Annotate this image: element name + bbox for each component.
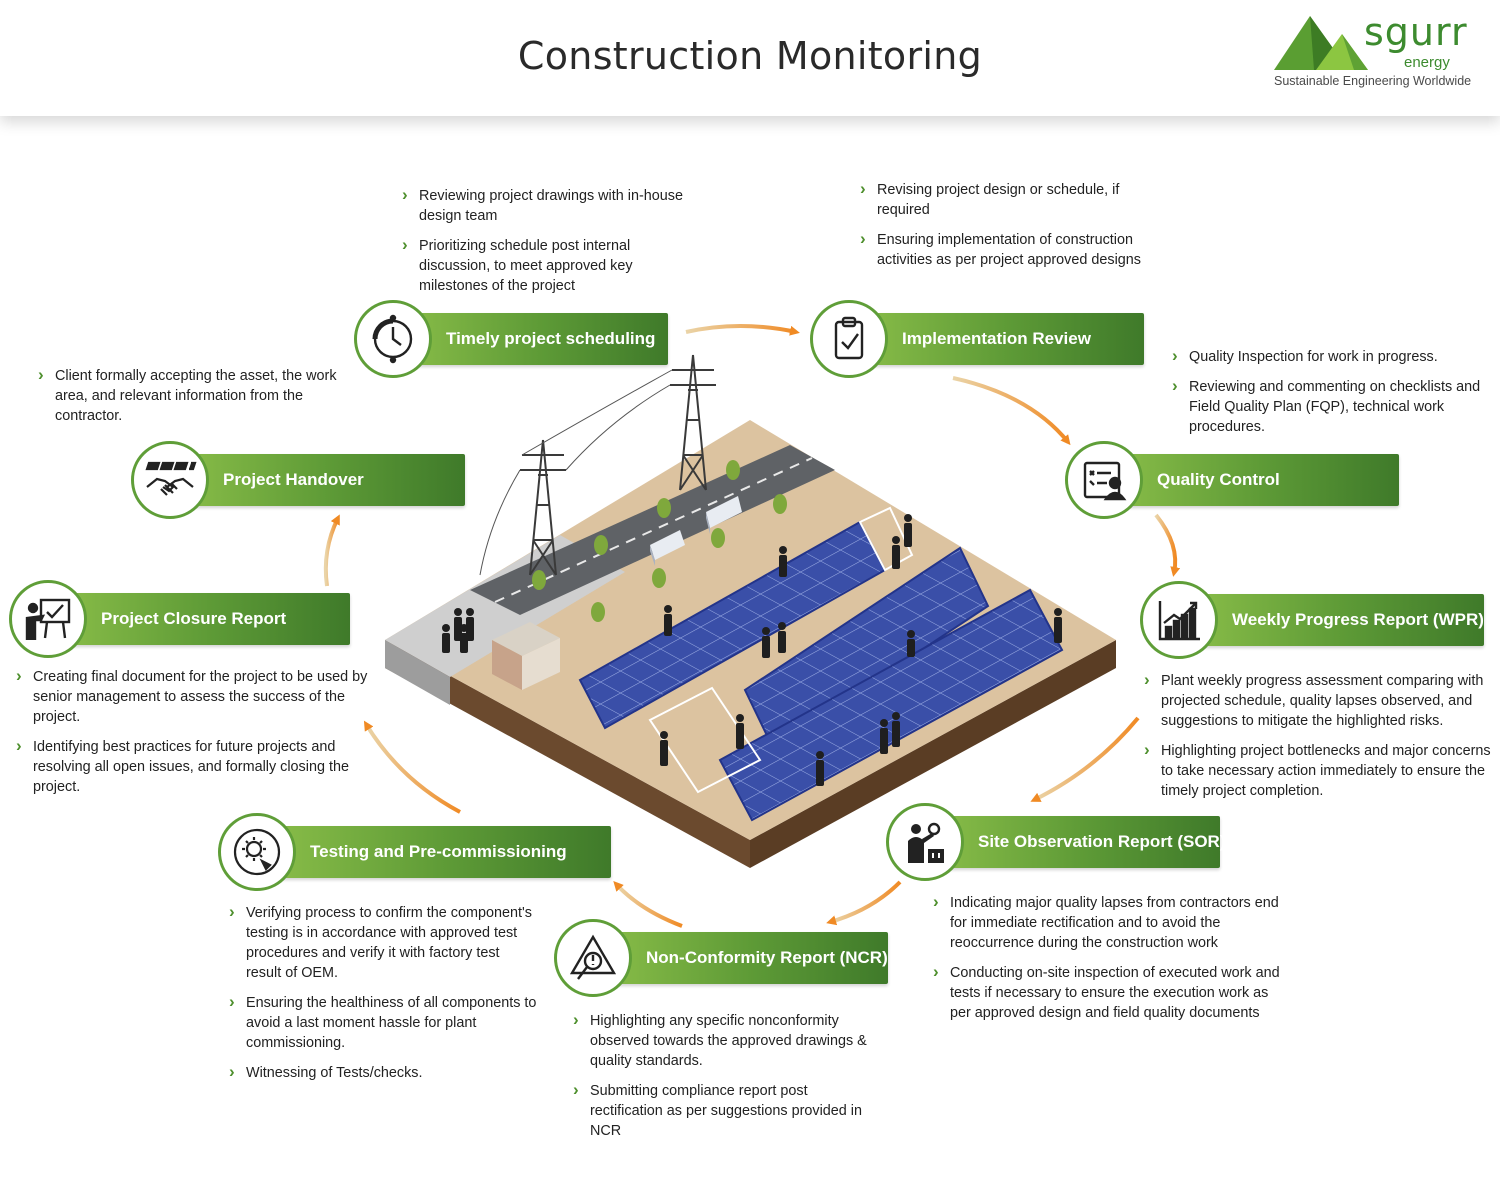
- stage-2-bullets: Revising project design or schedule, if …: [858, 179, 1148, 280]
- stage-label: Timely project scheduling: [446, 329, 656, 348]
- flow-arrow-5: [826, 880, 902, 926]
- stage-label: Implementation Review: [902, 329, 1091, 348]
- stage-8-bullets: Creating final document for the project …: [14, 666, 379, 807]
- growth-chart-icon: [1140, 581, 1218, 659]
- control-building: [492, 622, 560, 690]
- stage-7-bullets: Verifying process to confirm the compone…: [227, 902, 537, 1093]
- stage-non-conformity-report: Non-Conformity Report (NCR): [554, 919, 888, 997]
- truck-icon: [706, 496, 742, 534]
- logo-word: sgurr: [1364, 10, 1468, 54]
- stage-project-handover: Project Handover: [131, 441, 465, 519]
- logo-tagline: Sustainable Engineering Worldwide: [1274, 74, 1472, 88]
- bullet-item: Client formally accepting the asset, the…: [36, 365, 341, 426]
- flow-arrow-2: [952, 376, 1071, 446]
- stage-label: Non-Conformity Report (NCR): [646, 948, 888, 967]
- warning-magnifier-icon: [554, 919, 632, 997]
- bullet-item: Witnessing of Tests/checks.: [227, 1062, 537, 1083]
- stage-label: Quality Control: [1157, 470, 1280, 489]
- stage-implementation-review: Implementation Review: [810, 300, 1144, 378]
- stage-6-bullets: Highlighting any specific nonconformity …: [571, 1010, 881, 1151]
- bullet-item: Prioritizing schedule post internal disc…: [400, 235, 700, 296]
- flow-arrow-4: [1030, 716, 1140, 802]
- stage-project-closure-report: Project Closure Report: [9, 580, 350, 658]
- sgurr-logo: sgurr energy Sustainable Engineering Wor…: [1270, 10, 1480, 94]
- stage-quality-control: Quality Control: [1065, 441, 1399, 519]
- stage-label: Project Closure Report: [101, 609, 287, 628]
- bullet-item: Submitting compliance report post rectif…: [571, 1080, 881, 1141]
- presentation-icon: [9, 580, 87, 658]
- bullet-item: Reviewing project drawings with in-house…: [400, 185, 700, 226]
- flow-arrow-1: [685, 324, 800, 336]
- stage-label: Project Handover: [223, 470, 364, 489]
- stage-weekly-progress-report: Weekly Progress Report (WPR): [1140, 581, 1484, 659]
- flow-arrow-7: [363, 720, 461, 814]
- solar-array-3: [718, 588, 1064, 822]
- logo-sub: energy: [1404, 54, 1450, 71]
- bullet-item: Ensuring implementation of construction …: [858, 229, 1148, 270]
- header: Construction Monitoring sgurr energy Sus…: [0, 0, 1500, 116]
- stage-5-bullets: Indicating major quality lapses from con…: [931, 892, 1291, 1033]
- flow-arrow-6: [613, 881, 683, 928]
- bullet-item: Creating final document for the project …: [14, 666, 379, 727]
- bullet-item: Revising project design or schedule, if …: [858, 179, 1148, 220]
- stage-9-bullets: Client formally accepting the asset, the…: [36, 365, 341, 436]
- bullet-item: Identifying best practices for future pr…: [14, 736, 379, 797]
- worker-observation-icon: [886, 803, 964, 881]
- stage-site-observation-report: Site Observation Report (SOR): [886, 803, 1225, 881]
- clock-schedule-icon: [354, 300, 432, 378]
- bullet-item: Reviewing and commenting on checklists a…: [1170, 376, 1485, 437]
- clipboard-check-icon: [810, 300, 888, 378]
- handshake-solar-icon: [131, 441, 209, 519]
- bullet-item: Indicating major quality lapses from con…: [931, 892, 1291, 953]
- stage-label: Weekly Progress Report (WPR): [1232, 610, 1484, 629]
- stage-1-bullets: Reviewing project drawings with in-house…: [400, 185, 700, 306]
- mountain-logo-icon: [1274, 16, 1368, 70]
- solar-array-2: [743, 546, 990, 750]
- stage-3-bullets: Quality Inspection for work in progress.…: [1170, 346, 1485, 447]
- stage-timely-project-scheduling: Timely project scheduling: [354, 300, 668, 378]
- stage-4-bullets: Plant weekly progress assessment compari…: [1142, 670, 1494, 811]
- flow-arrow-8: [323, 514, 340, 587]
- ground-side-left: [385, 640, 750, 868]
- stage-testing-pre-commissioning: Testing and Pre-commissioning: [218, 813, 611, 891]
- checklist-inspector-icon: [1065, 441, 1143, 519]
- bullet-item: Quality Inspection for work in progress.: [1170, 346, 1485, 367]
- sun-testing-icon: [218, 813, 296, 891]
- bullet-item: Conducting on-site inspection of execute…: [931, 962, 1291, 1023]
- page-title: Construction Monitoring: [517, 34, 983, 78]
- ground-side-right: [750, 640, 1116, 868]
- worker-figures: [442, 514, 1062, 786]
- transmission-tower-icon: [520, 439, 566, 576]
- transmission-tower-icon: [670, 354, 716, 491]
- flow-arrow-3: [1154, 513, 1181, 577]
- bullet-item: Plant weekly progress assessment compari…: [1142, 670, 1494, 731]
- bullet-item: Highlighting any specific nonconformity …: [571, 1010, 881, 1071]
- bullet-item: Highlighting project bottlenecks and maj…: [1142, 740, 1494, 801]
- bullet-item: Ensuring the healthiness of all componen…: [227, 992, 537, 1053]
- stage-label: Site Observation Report (SOR): [978, 832, 1226, 851]
- bullet-item: Verifying process to confirm the compone…: [227, 902, 537, 983]
- truck-icon: [650, 530, 685, 566]
- stage-label: Testing and Pre-commissioning: [310, 842, 567, 861]
